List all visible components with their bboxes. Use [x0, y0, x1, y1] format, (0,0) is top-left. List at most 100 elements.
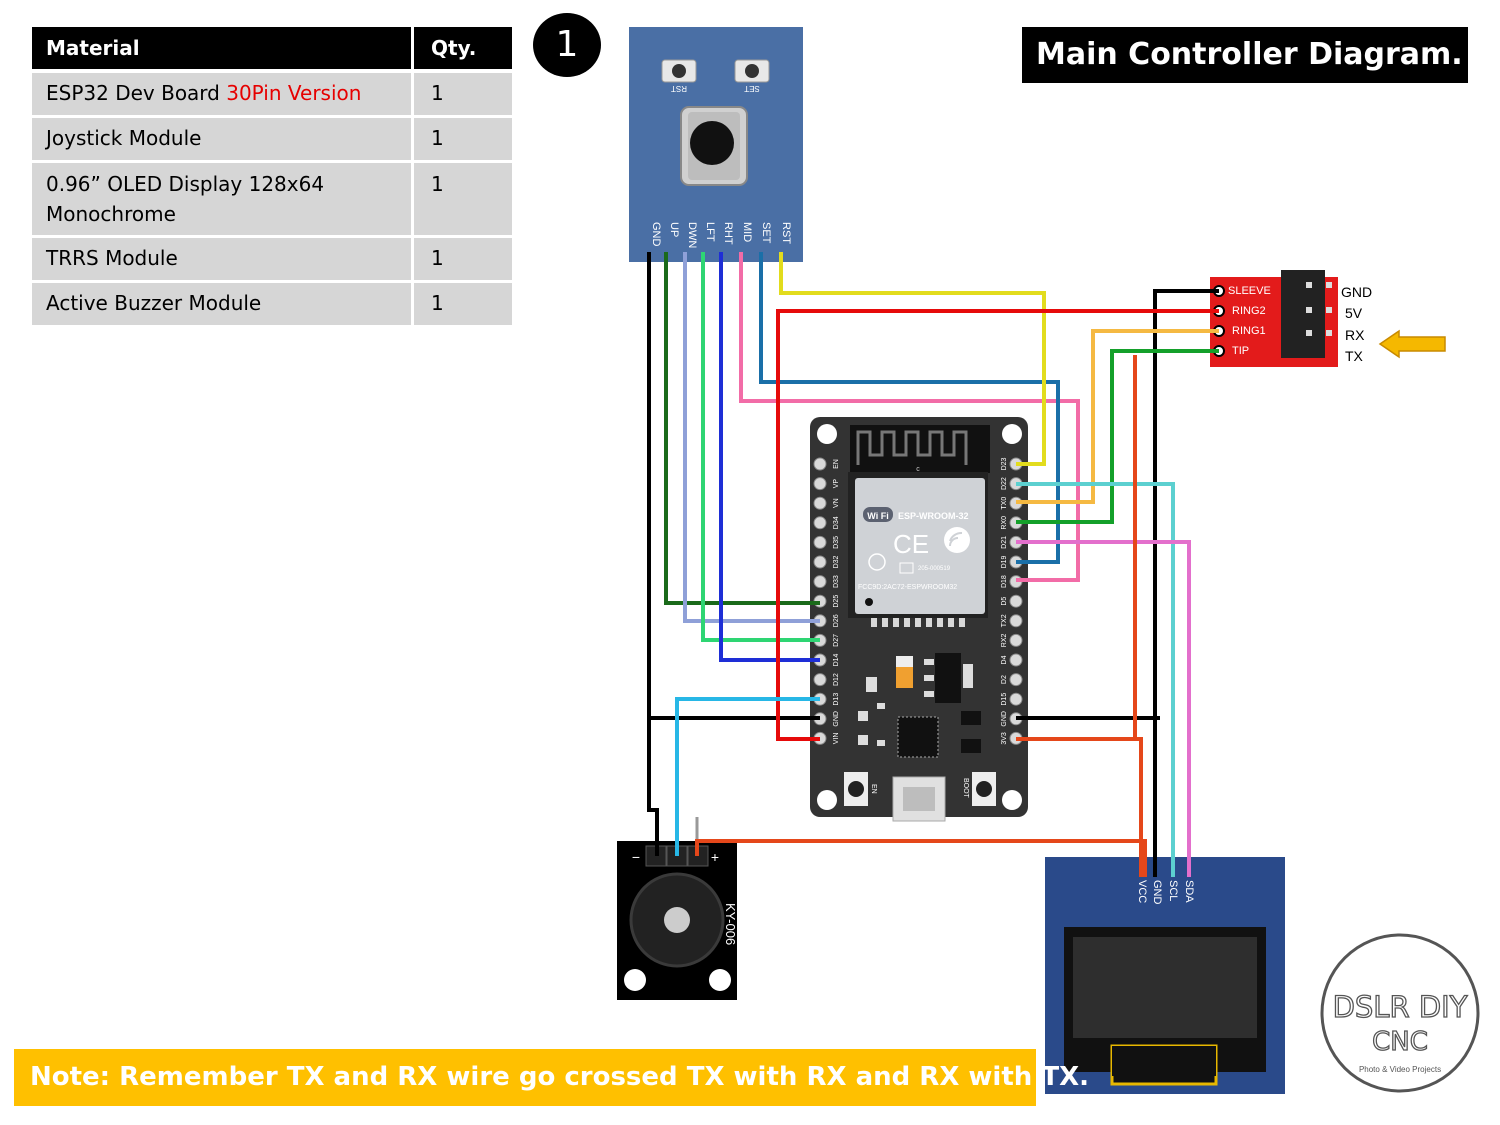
esp32-right-pin-label: GND: [1001, 711, 1008, 727]
esp32-right-pin-label: 3V3: [1001, 732, 1008, 745]
boot-button: BOOT: [962, 772, 996, 806]
esp32-left-pin-label: D34: [833, 516, 840, 529]
esp32-left-pin: [813, 555, 827, 569]
wire-joystick-rht: [719, 252, 820, 662]
trrs-side-label: RX: [1345, 327, 1365, 343]
oled-pin-label: SCL: [1167, 880, 1179, 901]
boot-button-label: BOOT: [962, 778, 969, 799]
bom-header-material: Material: [32, 27, 414, 69]
esp32-right-pin-label: D2: [1001, 675, 1008, 684]
oled-pin-label: GND: [1151, 880, 1163, 905]
bom-qty: 1: [431, 126, 444, 150]
esp32-right-pin-label: D5: [1001, 597, 1008, 606]
esp32-left-pin-label: D12: [833, 673, 840, 686]
ce-mark: CE: [893, 529, 929, 559]
wire-oled-scl: [1016, 482, 1175, 877]
esp32-right-pin: [1009, 653, 1023, 667]
step-number-badge: 1: [533, 13, 601, 77]
esp32-left-pin-label: VP: [833, 479, 840, 489]
oled-pin-label: SDA: [1183, 880, 1195, 903]
esp32-left-pin-label: D26: [833, 614, 840, 627]
bom-row: Joystick Module 1: [32, 118, 512, 160]
wire-trrs-ring1-rx: [1016, 329, 1219, 504]
set-button: SET: [734, 59, 770, 93]
wifi-badge-text: Wi Fi: [867, 511, 888, 521]
esp32-left-pin: [813, 535, 827, 549]
rst-button-label: RST: [671, 84, 687, 93]
usb-port: [892, 776, 946, 822]
bom-material: Active Buzzer Module: [32, 283, 414, 325]
esp32-left-pin-label: VIN: [833, 733, 840, 745]
set-button-label: SET: [744, 84, 760, 93]
bom-material-line2: Monochrome: [46, 202, 176, 226]
bom-material-highlight: 30Pin Version: [226, 81, 362, 105]
wire-joystick-rst: [779, 252, 1046, 466]
wires: [647, 252, 1219, 877]
wire-trrs-ring2-5v: [776, 309, 1219, 741]
esp32-left-pin-label: VN: [833, 498, 840, 508]
bom-qty: 1: [431, 246, 444, 270]
wifi-badge: Wi Fi: [863, 507, 893, 522]
joystick-pin-label: RHT: [722, 222, 734, 245]
esp32-left-pin: [813, 496, 827, 510]
esp32-right-pin-label: D19: [1001, 555, 1008, 568]
wire-joystick-up: [664, 252, 820, 605]
trrs-pin-label: RING2: [1232, 305, 1266, 317]
esp32-left-pin-label: D32: [833, 555, 840, 568]
logo-tagline: Photo & Video Projects: [1359, 1065, 1441, 1074]
esp32-right-pin-label: D23: [1001, 457, 1008, 470]
esp32-left-pin: [813, 457, 827, 471]
esp32-right-pin-label: D21: [1001, 536, 1008, 549]
esp32-right-pin-label: TX0: [1001, 497, 1008, 510]
esp32-right-pin: [1009, 692, 1023, 706]
esp32-left-pin-label: D35: [833, 536, 840, 549]
joystick-pin-label: GND: [650, 222, 662, 247]
bom-row: Active Buzzer Module 1: [32, 283, 512, 325]
wire-oled-sda: [1016, 540, 1191, 877]
oled-module: VCC GND SCL SDA: [1045, 857, 1285, 1094]
buzzer-plus-label: +: [711, 849, 719, 865]
esp32-left-pin-label: D13: [833, 693, 840, 706]
esp32-right-pin-label: D4: [1001, 655, 1008, 664]
joystick-pin-label: RST: [780, 222, 792, 244]
bom-material: TRRS Module: [32, 238, 414, 280]
note-banner: Note: Remember TX and RX wire go crossed…: [14, 1049, 1089, 1106]
wire-joystick-lft: [701, 252, 820, 642]
bom-material: ESP32 Dev Board: [46, 81, 227, 105]
wire-joystick-mid: [739, 252, 1080, 582]
wire-3v3-vcc: [1016, 737, 1143, 877]
esp32-left-pin-label: D33: [833, 575, 840, 588]
esp32-left-pin-label: D25: [833, 595, 840, 608]
trrs-side-label: TX: [1345, 348, 1364, 364]
wire-joystick-dwn: [683, 252, 820, 623]
fcc-id: FCC9D:2AC72-ESPWROOM32: [858, 584, 957, 591]
wire-trrs-tip-tx: [1016, 349, 1219, 524]
diagram-title: Main Controller Diagram.: [1022, 27, 1468, 83]
esp32-left-pin-label: GND: [833, 711, 840, 727]
esp32-right-pin: [1009, 614, 1023, 628]
bom-qty: 1: [431, 81, 444, 105]
buzzer-module: − + KY-006: [617, 817, 738, 1000]
esp32-right-pin-label: D18: [1001, 575, 1008, 588]
en-button: EN: [844, 772, 877, 806]
bom-row: ESP32 Dev Board 30Pin Version 1: [32, 73, 512, 115]
esp32-left-pin: [813, 575, 827, 589]
bom-header-qty: Qty.: [431, 36, 477, 60]
esp32-right-pin: [1009, 594, 1023, 608]
logo-line1: DSLR DIY: [1333, 990, 1468, 1024]
esp32-left-pin: [813, 516, 827, 530]
esp32-right-pin: [1009, 673, 1023, 687]
esp32-right-pin-label: TX2: [1001, 614, 1008, 627]
bom-qty: 1: [431, 172, 444, 196]
esp32-left-pin: [813, 477, 827, 491]
wire-joystick-set: [759, 252, 1060, 564]
wifi-logo-icon: [944, 527, 970, 553]
esp32-left-pin-label: EN: [833, 459, 840, 469]
esp32-board: c Wi Fi ESP-WROOM-32 CE 205-000519 FCC9D…: [810, 417, 1028, 822]
bom-row: TRRS Module 1: [32, 238, 512, 280]
svg-text:c: c: [916, 466, 920, 473]
trrs-side-label: GND: [1341, 284, 1372, 300]
en-button-label: EN: [870, 784, 877, 794]
buzzer-minus-label: −: [632, 849, 640, 865]
